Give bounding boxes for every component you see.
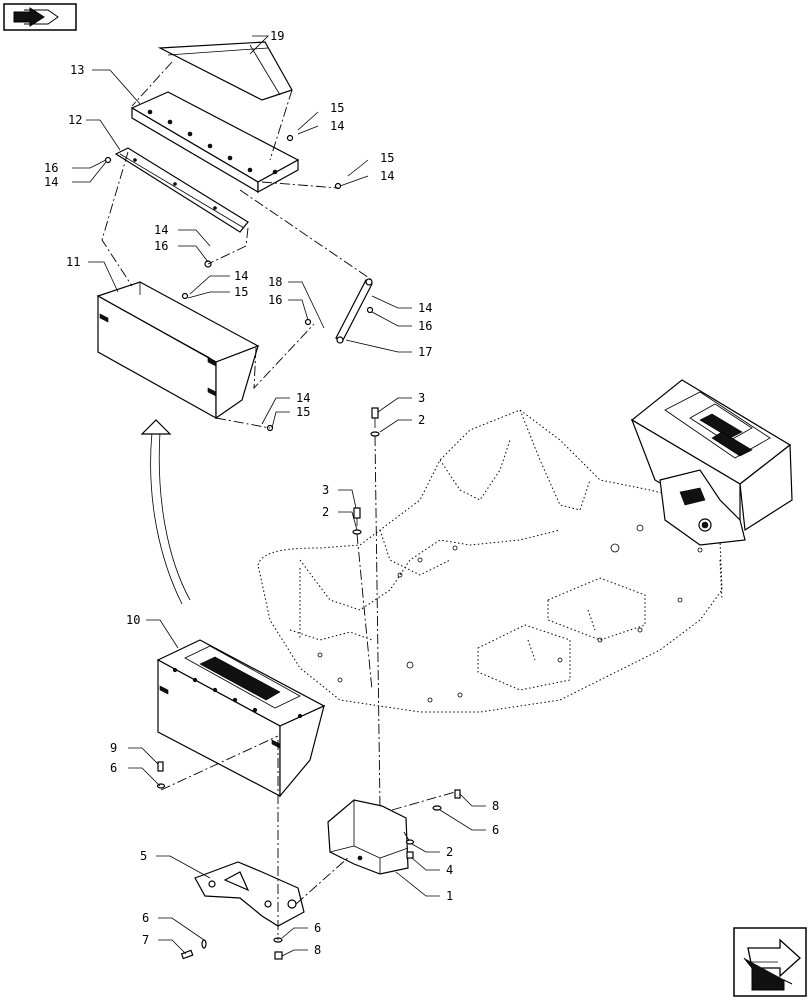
callout-13: 13: [70, 63, 84, 77]
callout-2: 2: [322, 505, 329, 519]
part-12-hinge: [114, 147, 249, 233]
callout-2: 2: [418, 413, 425, 427]
callout-2: 2: [446, 845, 453, 859]
callout-19: 19: [270, 29, 284, 43]
callout-3: 3: [418, 391, 425, 405]
callout-16: 16: [44, 161, 58, 175]
callout-15: 15: [234, 285, 248, 299]
callout-16: 16: [418, 319, 432, 333]
callout-14: 14: [154, 223, 168, 237]
callout-5: 5: [140, 849, 147, 863]
callout-15: 15: [296, 405, 310, 419]
part-10-toolbox: [156, 639, 326, 798]
callout-6: 6: [314, 921, 321, 935]
callout-18: 18: [268, 275, 282, 289]
callout-14: 14: [330, 119, 344, 133]
callout-14: 14: [296, 391, 310, 405]
callout-11: 11: [66, 255, 80, 269]
callout-6: 6: [110, 761, 117, 775]
callout-8: 8: [492, 799, 499, 813]
callout-6: 6: [492, 823, 499, 837]
part-5-bracket: [194, 861, 305, 927]
callout-15: 15: [380, 151, 394, 165]
callout-6: 6: [142, 911, 149, 925]
previous-page-icon[interactable]: [3, 3, 77, 31]
callout-16: 16: [268, 293, 282, 307]
callout-14: 14: [234, 269, 248, 283]
callout-labels: 19 13 12 15 14 16 14 15 14 14 16 11 14 1…: [44, 29, 499, 957]
callout-7: 7: [142, 933, 149, 947]
leader-lines: [72, 35, 486, 957]
callout-8: 8: [314, 943, 321, 957]
chassis-frame: [257, 409, 723, 713]
callout-14: 14: [380, 169, 394, 183]
part-1-support: [327, 799, 409, 875]
part-19-cover: [157, 41, 293, 101]
callout-4: 4: [446, 863, 453, 877]
alignment-lines: [101, 61, 456, 940]
callout-14: 14: [44, 175, 58, 189]
part-13-lid: [130, 91, 300, 194]
callout-10: 10: [126, 613, 140, 627]
part-11-box: [96, 281, 260, 420]
callout-16: 16: [154, 239, 168, 253]
callout-17: 17: [418, 345, 432, 359]
next-page-icon[interactable]: [733, 927, 807, 997]
part-17-strut: [335, 278, 373, 344]
installed-toolbox: [630, 379, 793, 546]
callout-14: 14: [418, 301, 432, 315]
assembly-arrow: [140, 419, 191, 605]
callout-9: 9: [110, 741, 117, 755]
callout-15: 15: [330, 101, 344, 115]
callout-3: 3: [322, 483, 329, 497]
callout-1: 1: [446, 889, 453, 903]
callout-12: 12: [68, 113, 82, 127]
